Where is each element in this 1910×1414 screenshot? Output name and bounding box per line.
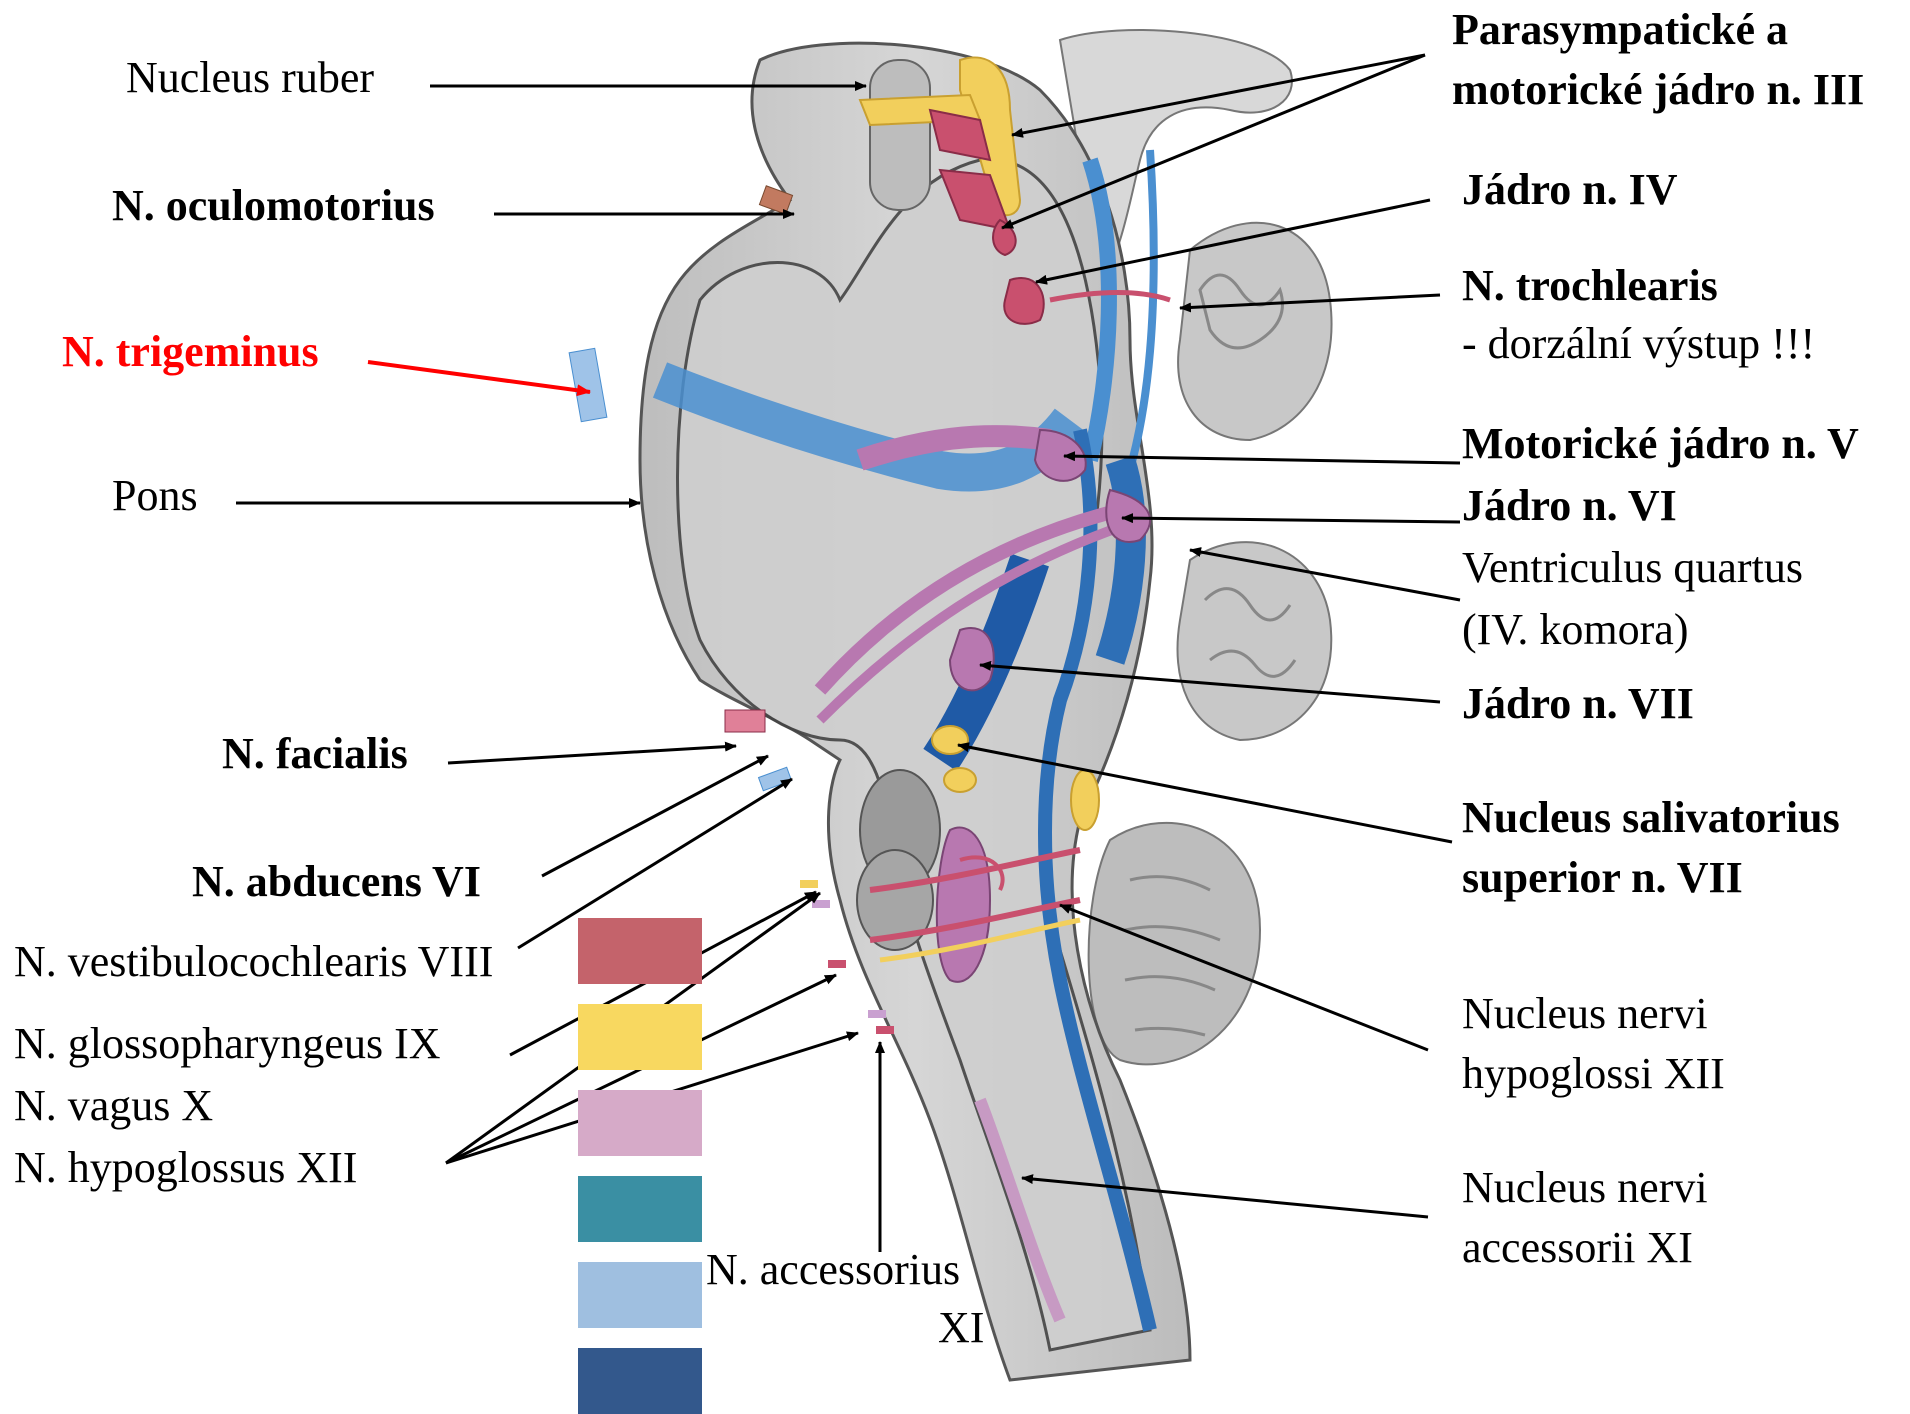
label-n-accessorius-2: XI bbox=[938, 1302, 984, 1354]
label-jadro-iv: Jádro n. IV bbox=[1462, 164, 1678, 216]
label-parasympaticke-2: motorické jádro n. III bbox=[1452, 64, 1864, 116]
label-n-accessorius-1: N. accessorius bbox=[706, 1244, 960, 1296]
label-n-abducens: N. abducens VI bbox=[192, 856, 481, 908]
label-n-facialis: N. facialis bbox=[222, 728, 408, 780]
label-motoricke-jadro-v: Motorické jádro n. V bbox=[1462, 418, 1859, 470]
legend-swatch-4 bbox=[578, 1176, 702, 1242]
legend-swatch-6 bbox=[578, 1348, 702, 1414]
label-n-hypoglossus: N. hypoglossus XII bbox=[14, 1142, 357, 1194]
label-jadro-vi: Jádro n. VI bbox=[1462, 480, 1677, 532]
olive bbox=[857, 770, 940, 950]
label-salivatorius-2: superior n. VII bbox=[1462, 852, 1743, 904]
label-parasympaticke-1: Parasympatické a bbox=[1452, 4, 1788, 56]
label-jadro-vii: Jádro n. VII bbox=[1462, 678, 1694, 730]
trigeminus-arrow bbox=[368, 362, 590, 392]
nucleus-ruber-shape bbox=[870, 60, 930, 210]
label-n-trochlearis: N. trochlearis bbox=[1462, 260, 1718, 312]
label-hypoglossi-1: Nucleus nervi bbox=[1462, 988, 1708, 1040]
label-accessorii-2: accessorii XI bbox=[1462, 1222, 1693, 1274]
label-salivatorius-1: Nucleus salivatorius bbox=[1462, 792, 1840, 844]
label-ventriculus-1: Ventriculus quartus bbox=[1462, 542, 1803, 594]
label-n-oculomotorius: N. oculomotorius bbox=[112, 180, 435, 232]
label-n-vestibulocochlearis: N. vestibulocochlearis VIII bbox=[14, 936, 493, 988]
label-n-trigeminus: N. trigeminus bbox=[62, 326, 319, 378]
label-accessorii-1: Nucleus nervi bbox=[1462, 1162, 1708, 1214]
label-n-glossopharyngeus: N. glossopharyngeus IX bbox=[14, 1018, 441, 1070]
legend-swatch-1 bbox=[578, 918, 702, 984]
legend-swatch-2 bbox=[578, 1004, 702, 1070]
label-n-vagus: N. vagus X bbox=[14, 1080, 213, 1132]
legend-swatch-3 bbox=[578, 1090, 702, 1156]
label-hypoglossi-2: hypoglossi XII bbox=[1462, 1048, 1725, 1100]
label-ventriculus-2: (IV. komora) bbox=[1462, 604, 1688, 656]
label-pons: Pons bbox=[112, 470, 198, 522]
legend-swatch-5 bbox=[578, 1262, 702, 1328]
label-dorzalni-vystup: - dorzální výstup !!! bbox=[1462, 318, 1815, 370]
label-nucleus-ruber: Nucleus ruber bbox=[126, 52, 374, 104]
